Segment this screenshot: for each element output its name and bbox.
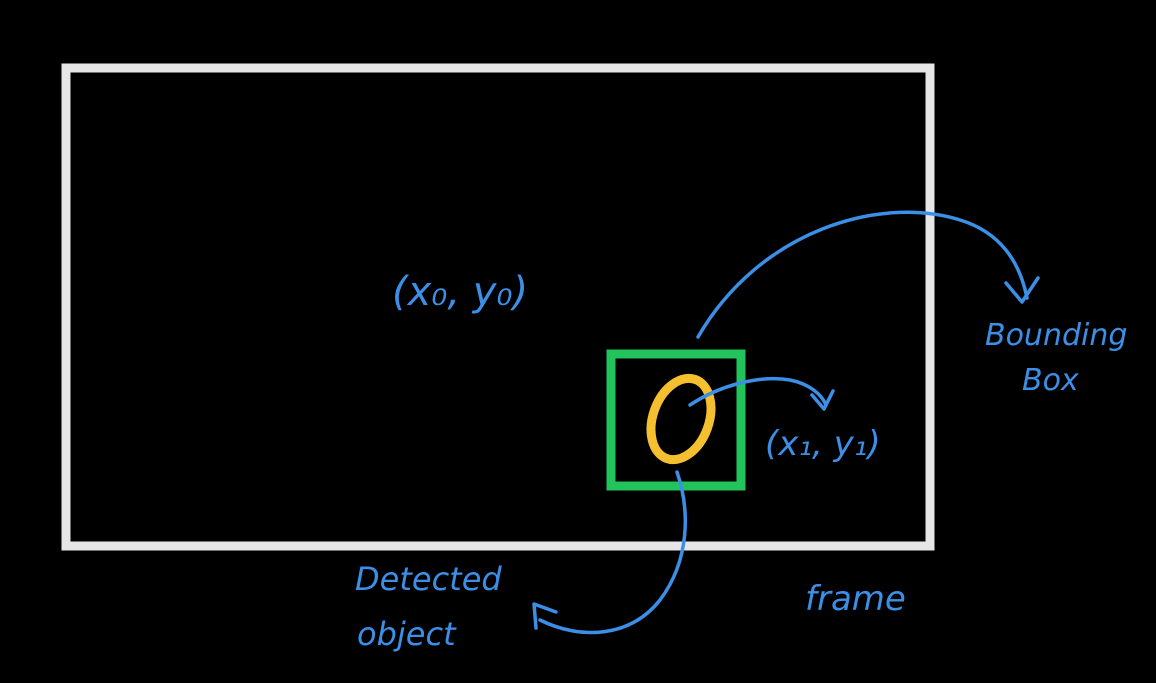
detected-object-arrowhead-icon	[532, 602, 558, 630]
object-center-arrowhead-icon	[810, 389, 835, 411]
bounding-box-label-line2: Box	[1022, 363, 1079, 398]
frame-rectangle	[61, 63, 935, 551]
bounding-box-arrowhead-icon	[1004, 276, 1040, 304]
detected-object-label-line2: object	[357, 615, 457, 653]
detected-object-label-line1: Detected	[355, 560, 502, 598]
bounding-box-arrow	[696, 210, 1029, 339]
object-coordinate-label: (x₁, y₁)	[765, 424, 881, 464]
detected-object-arrow	[538, 470, 687, 635]
origin-coordinate-label: (x₀, y₀)	[392, 269, 528, 315]
detected-object-ellipse	[646, 373, 716, 465]
bounding-box-label-line1: Bounding	[985, 318, 1127, 353]
frame-label: frame	[805, 579, 906, 619]
object-center-arrow	[688, 376, 828, 407]
bounding-box-rectangle	[606, 349, 746, 491]
